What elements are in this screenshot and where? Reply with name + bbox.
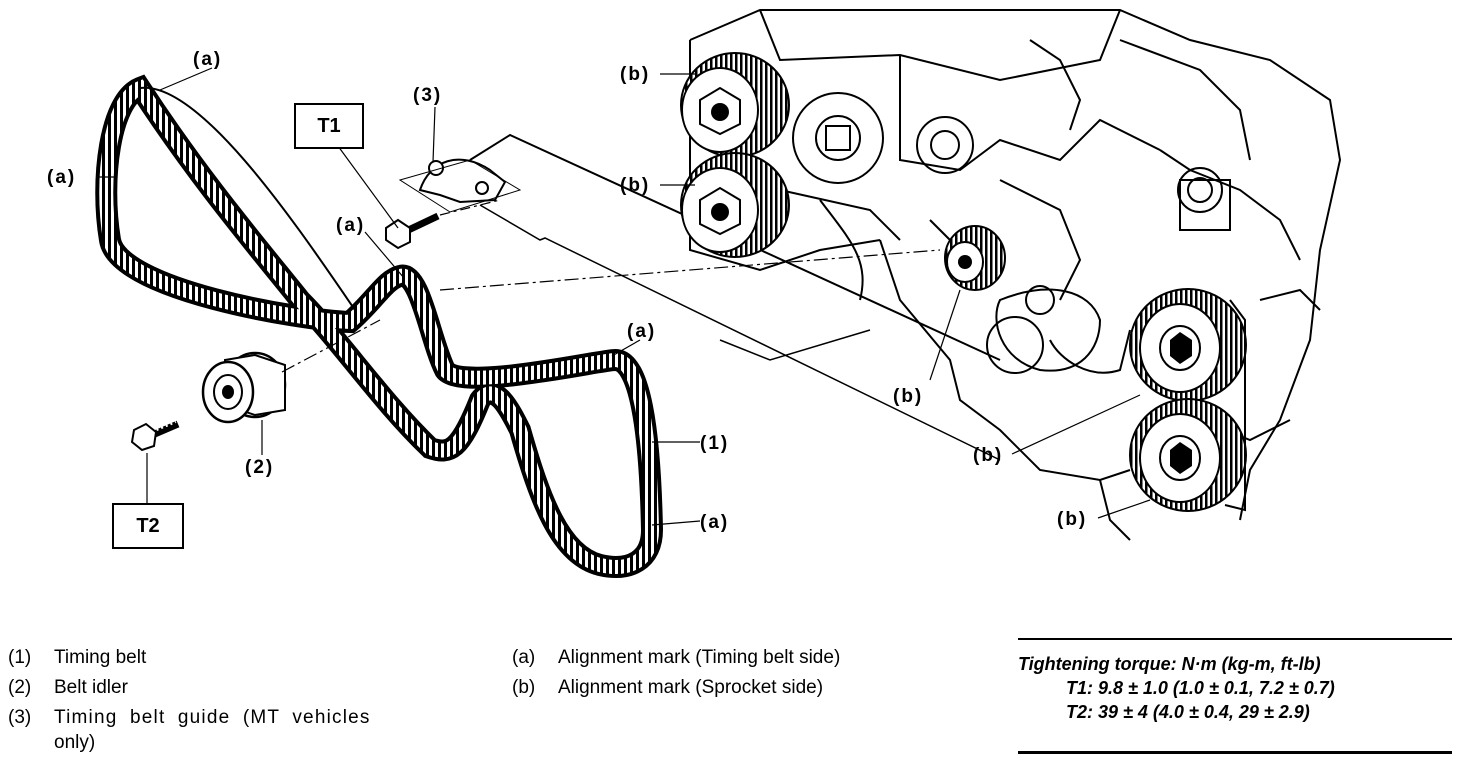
callout-a-right: (a): [627, 321, 657, 342]
callout-b-crank: (b): [893, 386, 924, 407]
callout-a-mid: (a): [336, 215, 366, 236]
torque-t2-value: T2: 39 ± 4 (4.0 ± 0.4, 29 ± 2.9): [1066, 702, 1310, 722]
callout-a-top: (a): [193, 49, 223, 70]
legend-item: (b) Alignment mark (Sprocket side): [512, 673, 972, 703]
callout-b-right-lower: (b): [1057, 509, 1088, 530]
callout-a-left: (a): [47, 167, 77, 188]
callout-b-right-upper: (b): [973, 445, 1004, 466]
cam-sprocket-upper: [680, 52, 790, 158]
legend-item: (a) Alignment mark (Timing belt side): [512, 643, 972, 673]
legend-item-number: [8, 733, 54, 753]
legend-item-text: Belt idler: [54, 677, 128, 698]
timing-belt-guide: [398, 158, 522, 213]
legend-item-text: Alignment mark (Timing belt side): [558, 647, 841, 668]
legend-item-text: Alignment mark (Sprocket side): [558, 677, 824, 698]
crank-sprocket: [944, 225, 1006, 291]
timing-belt: [95, 74, 664, 578]
legend-item: (2) Belt idler: [8, 673, 448, 703]
callout-a-bottom: (a): [700, 512, 730, 533]
legend-item-letter: (a): [512, 647, 536, 668]
callout-2: (2): [245, 457, 275, 478]
callout-b-cam-upper: (b): [620, 64, 651, 85]
leader-lines: [98, 67, 1151, 526]
cam-sprocket-right-upper: [1129, 288, 1247, 402]
torque-t1-value: T1: 9.8 ± 1.0 (1.0 ± 0.1, 7.2 ± 0.7): [1066, 678, 1335, 698]
legend-item-letter: (b): [512, 677, 536, 698]
legend-item: (1) Timing belt: [8, 643, 448, 673]
torque-box-t1: T1: [294, 103, 364, 149]
t2-bolt: [130, 420, 180, 452]
torque-spec-box: Tightening torque: N·m (kg-m, ft-lb) T1:…: [1018, 638, 1452, 754]
legend-item: only): [8, 733, 448, 753]
callout-b-cam-lower: (b): [620, 175, 651, 196]
torque-title: Tightening torque: N·m (kg-m, ft-lb): [1018, 654, 1321, 674]
belt-idler: [201, 351, 287, 424]
water-pump: [792, 92, 884, 184]
legend-item-text: Timing belt guide (MT vehicles: [54, 707, 371, 728]
callout-1: (1): [700, 433, 730, 454]
t1-bolt: [385, 212, 440, 250]
cam-sprocket-right-lower: [1129, 398, 1247, 512]
torque-box-t2: T2: [112, 503, 184, 549]
legend-item: (3) Timing belt guide (MT vehicles: [8, 703, 448, 733]
legend-parts: (1) Timing belt (2) Belt idler (3) Timing b…: [8, 643, 448, 753]
cam-sprocket-lower: [680, 152, 790, 258]
legend-item-number: (1): [8, 647, 32, 668]
legend-marks: (a) Alignment mark (Timing belt side) (b)…: [512, 643, 972, 703]
legend-item-number: (3): [8, 707, 32, 728]
legend-item-text: only): [54, 732, 96, 753]
legend-item-text: Timing belt: [54, 647, 147, 668]
callout-3: (3): [413, 85, 443, 106]
legend-item-number: (2): [8, 677, 32, 698]
